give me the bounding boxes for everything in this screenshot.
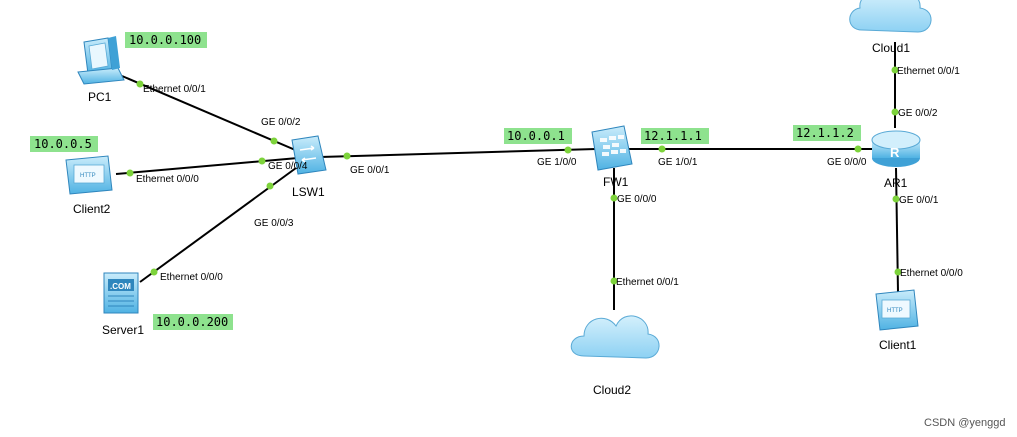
ip-badge-server1: 10.0.0.200 — [153, 314, 233, 330]
cloud-icon — [849, 0, 932, 33]
device-label-ar1: AR1 — [884, 176, 908, 190]
ar1-device[interactable]: R AR1 — [871, 130, 921, 190]
ip-text-server1: 10.0.0.200 — [156, 315, 228, 329]
port-dot-lsw1-ge004[interactable] — [258, 157, 266, 165]
device-label-cloud2: Cloud2 — [593, 383, 631, 397]
port-dot-client2[interactable] — [126, 169, 134, 177]
links — [115, 42, 899, 310]
watermark: CSDN @yenggd — [924, 417, 1005, 429]
port-label-client1-eth: Ethernet 0/0/0 — [900, 268, 963, 279]
http-icon-text: HTTP — [80, 173, 96, 179]
pc1-device[interactable]: PC1 — [77, 36, 125, 104]
port-label-lsw1-ge003: GE 0/0/3 — [254, 218, 294, 229]
client1-device[interactable]: HTTP Client1 — [875, 289, 919, 352]
ip-text-ar1-ge000: 12.1.1.2 — [796, 126, 854, 140]
port-label-lsw1-ge001: GE 0/0/1 — [350, 165, 390, 176]
switch-icon — [291, 135, 327, 175]
device-label-cloud1: Cloud1 — [872, 41, 910, 55]
ip-labels: 10.0.0.100 10.0.0.5 10.0.0.200 10.0.0.1 … — [30, 32, 861, 330]
port-dot-client1[interactable] — [894, 268, 902, 276]
http-icon-text: HTTP — [887, 308, 903, 314]
ip-text-pc1: 10.0.0.100 — [129, 33, 201, 47]
port-dot-pc1[interactable] — [136, 80, 144, 88]
port-label-client2-eth: Ethernet 0/0/0 — [136, 174, 199, 185]
lsw1-device[interactable]: LSW1 — [291, 135, 327, 199]
router-icon: R — [871, 130, 921, 167]
ip-badge-fw1-ge100: 10.0.0.1 — [504, 128, 572, 144]
port-label-lsw1-ge004: GE 0/0/4 — [268, 161, 308, 172]
ip-text-fw1-ge101: 12.1.1.1 — [644, 129, 702, 143]
port-dot-cloud2[interactable] — [610, 277, 618, 285]
device-label-client2: Client2 — [73, 202, 111, 216]
device-label-pc1: PC1 — [88, 90, 112, 104]
fw1-device[interactable]: FW1 — [591, 125, 633, 189]
firewall-icon — [591, 125, 633, 171]
device-label-server1: Server1 — [102, 323, 144, 337]
port-dot-lsw1-ge002[interactable] — [270, 137, 278, 145]
server1-device[interactable]: .COM Server1 — [102, 272, 144, 337]
link-client2-lsw1[interactable] — [115, 157, 299, 175]
port-dot-fw1-ge101[interactable] — [658, 145, 666, 153]
port-label-server1-eth: Ethernet 0/0/0 — [160, 272, 223, 283]
port-labels: Ethernet 0/0/1 GE 0/0/2 Ethernet 0/0/0 G… — [136, 66, 963, 288]
port-dot-lsw1-ge001[interactable] — [343, 152, 351, 160]
port-label-fw1-ge100: GE 1/0/0 — [537, 157, 577, 168]
device-label-client1: Client1 — [879, 338, 917, 352]
port-dot-fw1-ge000[interactable] — [610, 194, 618, 202]
port-label-lsw1-ge002: GE 0/0/2 — [261, 117, 301, 128]
server-icon: .COM — [103, 272, 139, 314]
ip-text-fw1-ge100: 10.0.0.1 — [507, 129, 565, 143]
cloud1-device[interactable]: Cloud1 — [849, 0, 932, 55]
ip-badge-pc1: 10.0.0.100 — [125, 32, 207, 48]
http-client-icon: HTTP — [65, 155, 113, 195]
client2-device[interactable]: HTTP Client2 — [65, 155, 113, 216]
link-pc1-lsw1[interactable] — [121, 75, 301, 153]
port-dot-fw1-ge100[interactable] — [564, 146, 572, 154]
device-label-lsw1: LSW1 — [292, 185, 325, 199]
port-label-pc1-eth: Ethernet 0/0/1 — [143, 84, 206, 95]
port-label-fw1-ge101: GE 1/0/1 — [658, 157, 698, 168]
port-label-ar1-ge000: GE 0/0/0 — [827, 157, 867, 168]
pc-icon — [77, 36, 125, 85]
port-dots — [126, 66, 902, 285]
device-label-fw1: FW1 — [603, 175, 629, 189]
port-label-cloud2-eth: Ethernet 0/0/1 — [616, 277, 679, 288]
port-label-cloud1-eth: Ethernet 0/0/1 — [897, 66, 960, 77]
server-icon-text: .COM — [110, 282, 131, 291]
port-dot-ar1-ge001[interactable] — [892, 195, 900, 203]
port-label-ar1-ge001: GE 0/0/1 — [899, 195, 939, 206]
port-dot-cloud1[interactable] — [891, 66, 899, 74]
link-lsw1-fw1[interactable] — [319, 148, 597, 158]
ip-badge-fw1-ge101: 12.1.1.1 — [641, 128, 709, 144]
port-dot-ar1-ge000[interactable] — [854, 145, 862, 153]
ip-badge-client2: 10.0.0.5 — [30, 136, 98, 152]
ip-text-client2: 10.0.0.5 — [34, 137, 92, 151]
cloud2-device[interactable]: Cloud2 — [570, 315, 660, 397]
http-client-icon: HTTP — [875, 289, 919, 331]
ip-badge-ar1-ge000: 12.1.1.2 — [793, 125, 861, 141]
cloud-icon — [570, 315, 660, 359]
port-label-ar1-ge002: GE 0/0/2 — [898, 108, 938, 119]
port-dot-lsw1-ge003[interactable] — [266, 182, 274, 190]
router-icon-text: R — [890, 145, 900, 160]
port-label-fw1-ge000: GE 0/0/0 — [617, 194, 657, 205]
port-dot-ar1-ge002[interactable] — [891, 108, 899, 116]
port-dot-server1[interactable] — [150, 268, 158, 276]
